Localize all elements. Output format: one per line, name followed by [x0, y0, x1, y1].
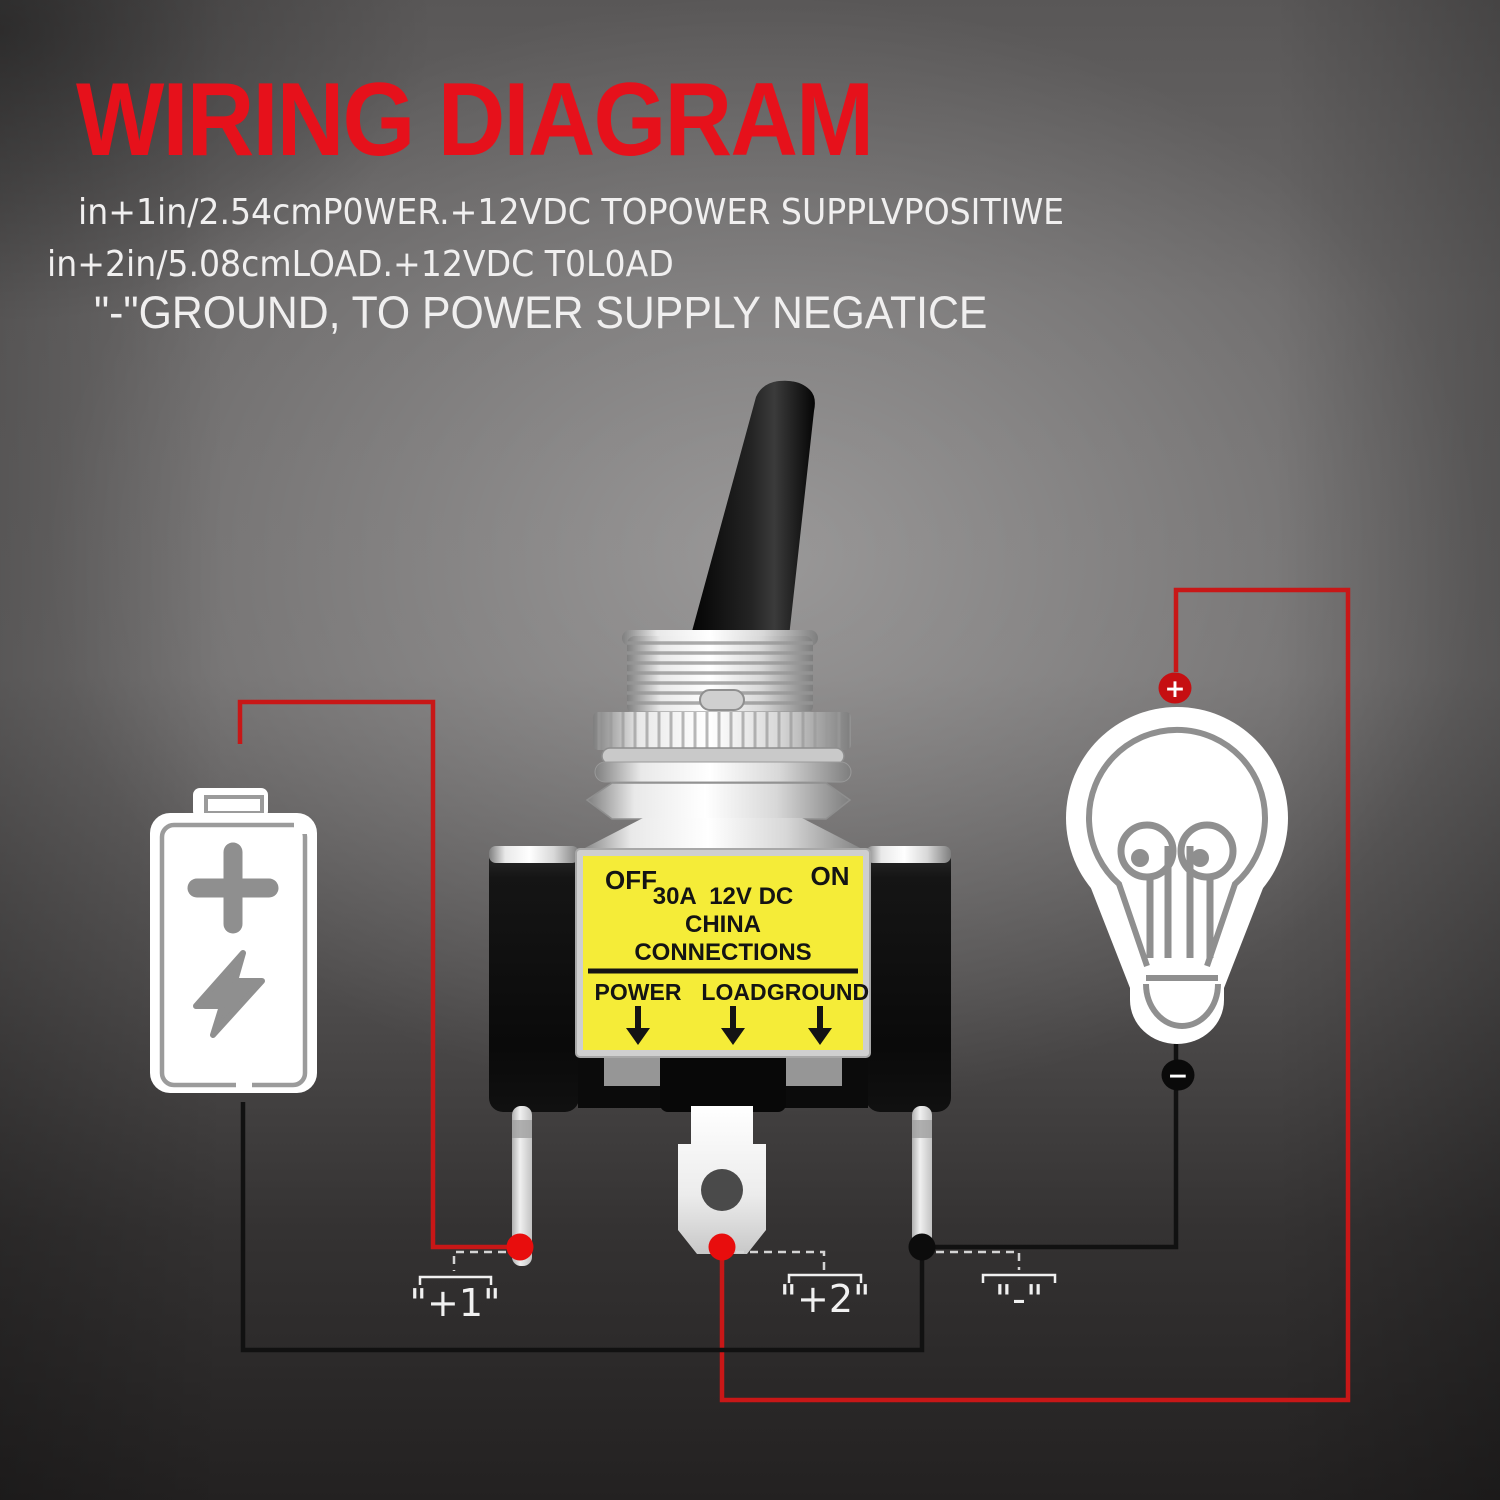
label-power: POWER — [595, 979, 682, 1005]
battery-icon — [150, 788, 317, 1093]
wire-load-terminal-to-bulb-positive — [719, 587, 1351, 1403]
body-bottom-tab — [660, 1042, 786, 1112]
spade-hole — [701, 1169, 743, 1211]
bulb-neck — [1080, 860, 1274, 988]
load-terminal-label: "+2" — [780, 1277, 871, 1321]
thread-ridges — [627, 636, 813, 714]
terminal-callouts: "+1" "+2" "-" — [410, 1250, 1057, 1325]
power-pin-shade — [512, 1120, 532, 1138]
wires — [237, 587, 1351, 1403]
instruction-line-3: "-"GROUND, TO POWER SUPPLY NEGATICE — [94, 287, 988, 338]
load-callout-dash — [736, 1250, 826, 1270]
load-terminal-dot — [708, 1233, 736, 1261]
bulb-filament — [1117, 821, 1237, 958]
power-callout-dash — [452, 1250, 506, 1271]
body-right-ear — [866, 846, 951, 1112]
body-left-ear-cap — [489, 846, 579, 863]
lightning-bolt-icon — [193, 950, 265, 1038]
ground-callout-dash — [936, 1250, 1021, 1270]
wire-ground-terminal-to-bulb-negative — [928, 1044, 1179, 1250]
battery-inner-outline — [159, 822, 308, 1088]
light-bulb-icon — [1066, 707, 1288, 1044]
ground-callout-bracket — [981, 1273, 1057, 1283]
toggle-lever — [688, 380, 815, 646]
label-load: LOAD — [701, 979, 766, 1005]
bulb-positive-badge — [1158, 672, 1192, 704]
load-callout-bracket — [787, 1273, 863, 1283]
battery-outline-gap — [294, 820, 312, 834]
wire-battery-to-power-terminal — [237, 699, 508, 1250]
bulb-polarity-badges: + − — [1158, 672, 1195, 1091]
bulb-positive-marker: + — [1165, 674, 1186, 703]
bulb-negative-marker: − — [1168, 1061, 1189, 1090]
ground-pin-shade — [912, 1120, 932, 1138]
bushing-tab — [699, 689, 745, 711]
hex-nut — [585, 782, 852, 820]
neck-flare — [579, 818, 866, 851]
down-arrow-icon — [721, 1006, 745, 1045]
connection-dots — [506, 1233, 936, 1261]
body-right-ear-cap — [866, 846, 951, 863]
label-arrows — [626, 1006, 832, 1045]
label-connections: CONNECTIONS — [634, 939, 811, 966]
bulb-negative-badge — [1161, 1059, 1195, 1091]
bulb-base — [1130, 958, 1224, 1044]
label-on: ON — [811, 861, 850, 891]
body-bottom-notch-right — [786, 1058, 842, 1086]
power-callout-bracket — [418, 1275, 493, 1285]
down-arrow-icon — [808, 1006, 832, 1045]
body-left-ear — [489, 846, 579, 1112]
label-country: CHINA — [685, 911, 761, 938]
ground-terminal-dot — [908, 1233, 936, 1261]
ground-terminal-label: "-" — [995, 1277, 1044, 1321]
flat-washer — [594, 761, 852, 783]
power-terminal-pin — [512, 1106, 532, 1266]
down-arrow-icon — [626, 1006, 650, 1045]
toggle-switch: OFF ON 30A 12V DC CHINA CONNECTIONS POWE… — [489, 380, 951, 1266]
instruction-line-1: in+1in/2.54cmP0WER.+12VDC TOPOWER SUPPLV… — [78, 192, 1065, 233]
instruction-line-2: in+2in/5.08cmLOAD.+12VDC T0L0AD — [47, 244, 674, 285]
plus-icon — [187, 842, 279, 934]
rating-label — [583, 856, 863, 1050]
page-title: WIRING DIAGRAM — [76, 62, 874, 178]
label-ground: GROUND — [767, 979, 869, 1005]
knurl-ridges — [593, 712, 851, 750]
label-rating: 30A 12V DC — [653, 883, 794, 910]
power-terminal-label: "+1" — [410, 1281, 501, 1325]
power-terminal-dot — [506, 1233, 534, 1261]
wire-battery-to-ground-terminal — [240, 1102, 925, 1353]
label-off: OFF — [605, 865, 657, 895]
battery-outline-gap-2 — [236, 1076, 252, 1090]
ground-terminal-pin — [912, 1106, 932, 1258]
body-bottom-notch-left — [604, 1058, 660, 1086]
bulb-inner-outline — [1086, 726, 1268, 967]
bulb-base-inner-line — [1143, 975, 1221, 1029]
